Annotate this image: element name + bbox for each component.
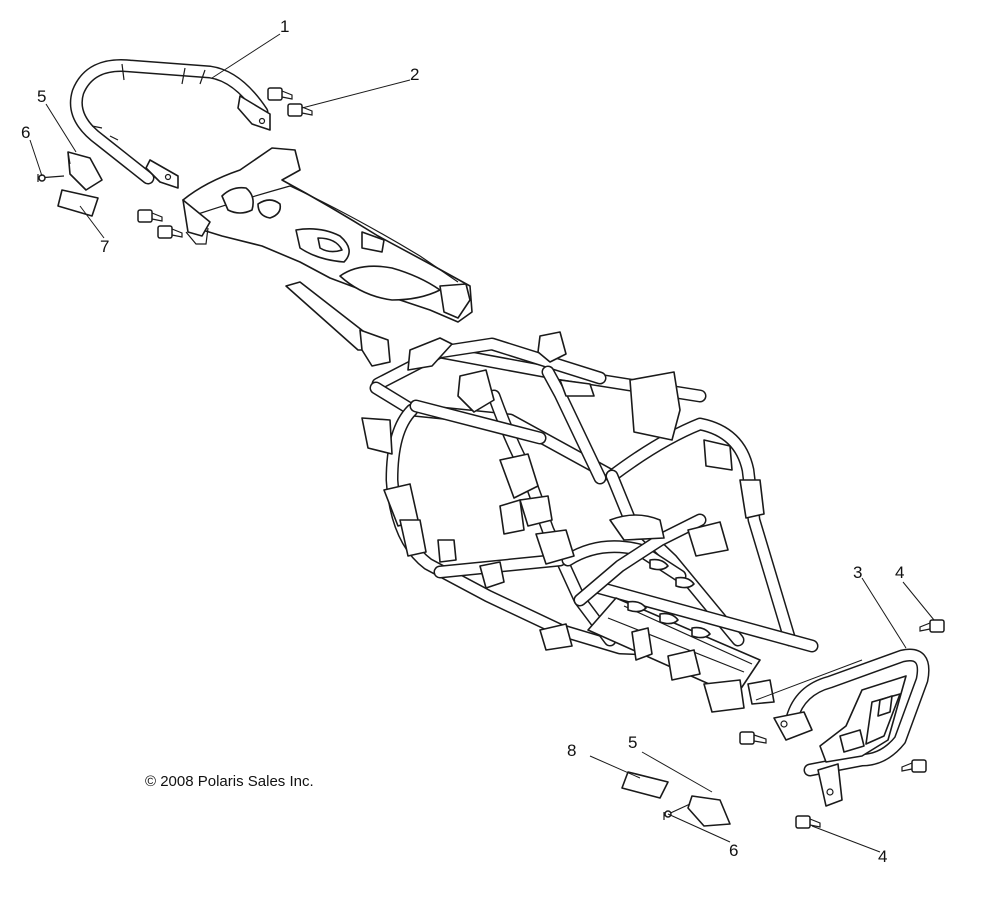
front-bumper-part-3 [773, 648, 930, 807]
bolt-rear-left-b [157, 225, 183, 239]
bolt-rear-left-a [137, 209, 163, 223]
leader-lines [29, 33, 935, 853]
bolt-4-upper [919, 619, 945, 633]
bolt-2-lower [287, 103, 313, 117]
front-reflector-assembly [621, 771, 731, 827]
callout-7: 7 [100, 237, 109, 256]
rear-sub-frame [182, 147, 473, 367]
bolts [137, 87, 945, 829]
bolt-4-lower [795, 815, 821, 829]
callout-1: 1 [280, 17, 289, 36]
rear-grab-bar-part-1 [69, 59, 271, 189]
callout-5-front: 5 [628, 733, 637, 752]
callout-4-lower: 4 [878, 847, 887, 866]
bolt-front-right [901, 759, 927, 773]
callout-5-rear: 5 [37, 87, 46, 106]
callout-2: 2 [410, 65, 419, 84]
callout-4-upper: 4 [895, 563, 904, 582]
callout-6-front: 6 [729, 841, 738, 860]
callout-6-rear: 6 [21, 123, 30, 142]
callout-8: 8 [567, 741, 576, 760]
main-frame [361, 331, 819, 713]
copyright-text: © 2008 Polaris Sales Inc. [145, 773, 314, 790]
callout-3: 3 [853, 563, 862, 582]
bolt-front-left [739, 731, 767, 745]
rear-reflector-assembly [37, 151, 103, 217]
bolt-2-upper [267, 87, 293, 101]
